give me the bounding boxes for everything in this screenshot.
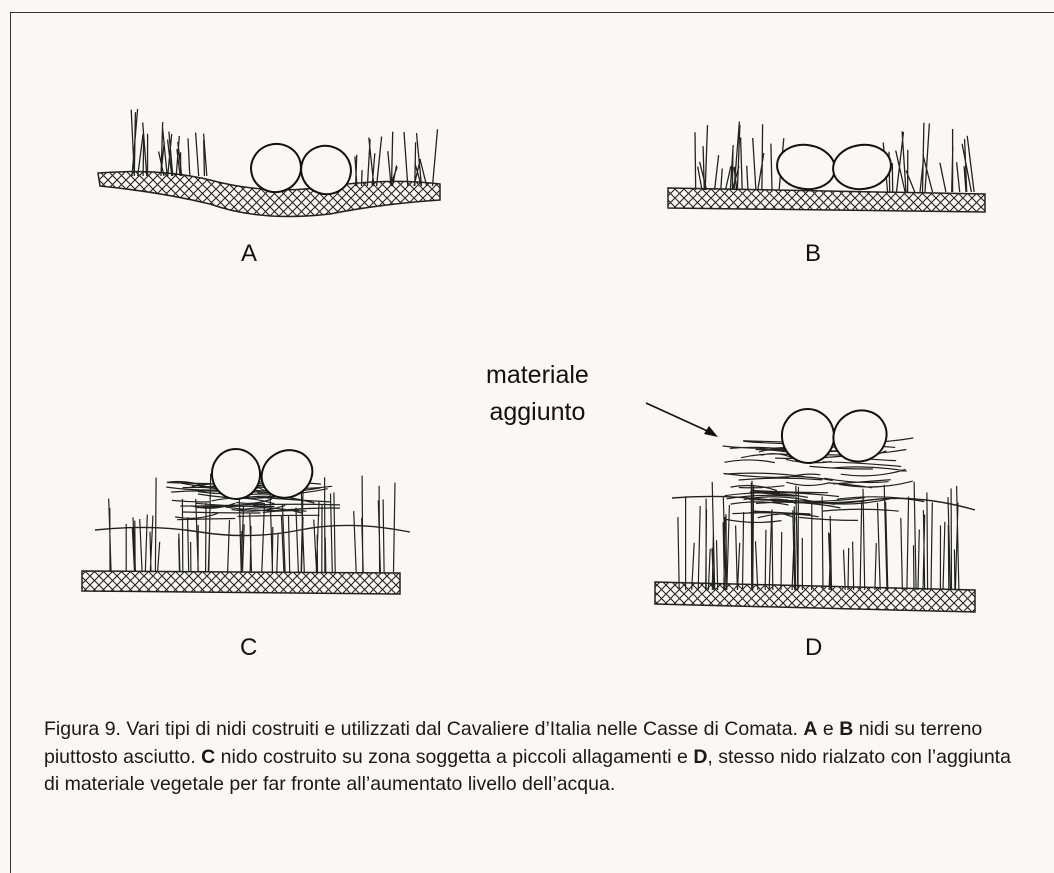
caption-ref-a: A — [803, 718, 817, 740]
caption-text: nido costruito su zona soggetta a piccol… — [215, 746, 693, 768]
panel-a-drawing — [98, 109, 440, 216]
panel-label-c: C — [240, 634, 258, 662]
pen-strokes — [883, 123, 974, 192]
panel-b-drawing — [668, 122, 985, 212]
caption-text: Figura 9. Vari tipi di nidi costruiti e … — [44, 718, 803, 740]
pen-strokes — [131, 109, 207, 176]
annotation-line-2: aggiunto — [486, 394, 589, 431]
caption-ref-c: C — [201, 746, 215, 768]
annotation-label: materiale aggiunto — [486, 357, 589, 431]
panel-d-drawing — [646, 401, 975, 612]
pen-strokes — [355, 129, 438, 186]
caption-text: e — [818, 718, 840, 740]
panel-c-drawing — [82, 441, 410, 594]
annotation-line-1: materiale — [486, 357, 589, 394]
figure-caption: Figura 9. Vari tipi di nidi costruiti e … — [44, 716, 1029, 799]
caption-ref-b: B — [839, 718, 853, 740]
panel-label-a: A — [241, 240, 258, 268]
caption-ref-d: D — [693, 746, 707, 768]
pen-strokes — [695, 122, 784, 190]
panel-label-d: D — [805, 634, 823, 662]
arrow-annotation — [646, 403, 718, 437]
panel-label-b: B — [805, 240, 822, 268]
egg-left — [774, 141, 838, 193]
